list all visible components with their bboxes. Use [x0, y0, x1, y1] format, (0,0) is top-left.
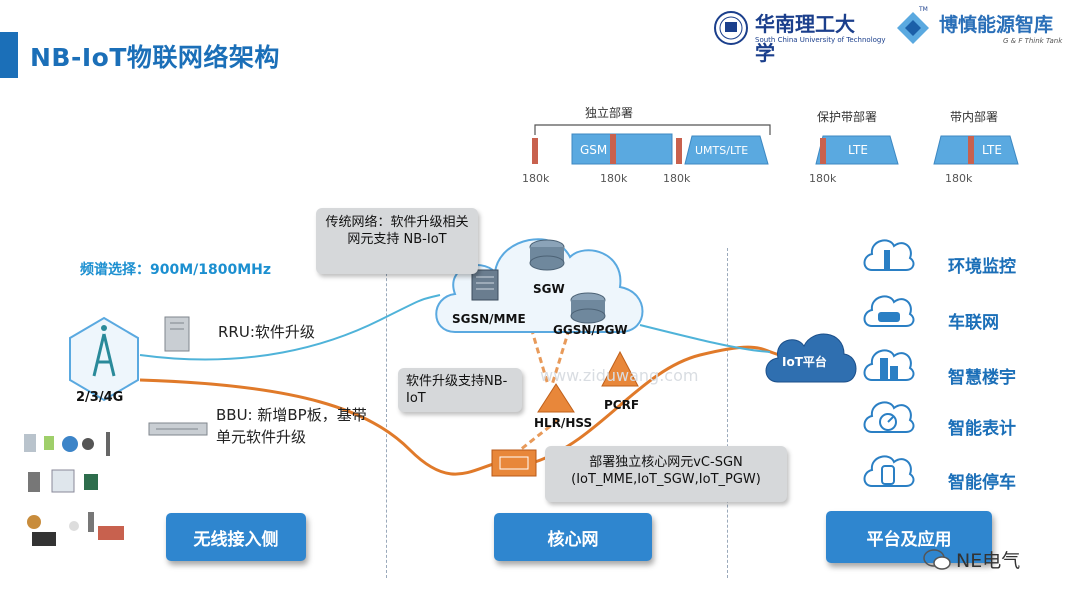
app-label: 智能表计	[948, 419, 1016, 439]
pcrf-label: PCRF	[604, 398, 640, 412]
vcsgn-line2: (IoT_MME,IoT_SGW,IoT_PGW)	[571, 472, 761, 487]
inband-lte-block	[933, 135, 1019, 165]
environment-icon	[863, 239, 915, 271]
university-name-cn: 华南理工大学	[755, 12, 855, 65]
spectrum-diagram: 独立部署 保护带部署 带内部署 GSM UMTS/LTE LTE LTE 180…	[520, 100, 1040, 190]
parking-icon	[863, 455, 915, 487]
callout-software-upgrade: 软件升级支持NB-IoT	[398, 368, 522, 412]
app-label: 智慧楼宇	[948, 368, 1016, 388]
wechat-account: NE电气	[956, 550, 1021, 572]
section-wireless-button[interactable]: 无线接入侧	[166, 513, 306, 561]
umts-carrier	[676, 138, 682, 164]
gsm-block	[571, 133, 673, 165]
sgsn-server-icon	[471, 269, 499, 301]
orange-link-platform	[534, 345, 781, 464]
standalone-carrier	[532, 138, 538, 164]
hlr-label: HLR/HSS	[534, 416, 593, 430]
sgw-label: SGW	[533, 282, 565, 296]
wechat-icon	[923, 549, 951, 570]
ggsn-label: GGSN/PGW	[553, 323, 628, 337]
thinktank-logo: TM 博慎能源智库 G & F Think Tank	[893, 6, 1073, 50]
gsm-label: GSM	[580, 143, 608, 157]
vcsgn-line1: 部署独立核心网元vC-SGN	[589, 455, 743, 470]
standalone-bracket	[534, 124, 771, 135]
cyan-link-rru	[139, 294, 441, 361]
app-label: 智能停车	[948, 473, 1016, 493]
meter-icon	[863, 401, 915, 433]
bw-label: 180k	[600, 172, 628, 185]
iot-platform-cloud-icon	[765, 333, 857, 383]
university-name-en: South China University of Technology	[755, 36, 886, 44]
building-icon	[863, 349, 915, 381]
watermark: www.ziduwang.com	[540, 366, 699, 385]
page-title: NB-IoT物联网络架构	[30, 43, 280, 72]
divider-left	[386, 248, 387, 578]
rru-text: RRU:软件升级	[218, 323, 315, 341]
divider-right	[727, 248, 728, 578]
gsm-carrier	[610, 134, 616, 164]
orange-link-bbu	[139, 378, 501, 476]
spectrum-graphics	[532, 124, 1019, 165]
cyan-link-platform	[639, 324, 771, 353]
guard-lte-label: LTE	[848, 143, 868, 157]
guard-label: 保护带部署	[817, 110, 878, 124]
inband-lte-label: LTE	[982, 143, 1002, 157]
cell-tower-icon	[69, 316, 139, 402]
iot-platform-label: IoT平台	[782, 355, 827, 369]
tower-label: 2/3/4G	[76, 390, 124, 405]
umts-label: UMTS/LTE	[695, 144, 749, 157]
app-label: 车联网	[948, 313, 999, 333]
hlr-triangle-icon	[537, 383, 575, 413]
dashed-link-vcsgn	[519, 418, 559, 452]
section-platform-button[interactable]: 平台及应用	[826, 511, 992, 563]
terminal-devices-icon	[24, 432, 124, 546]
trademark: TM	[919, 6, 928, 13]
standalone-label: 独立部署	[585, 106, 634, 120]
callout-traditional-network: 传统网络：软件升级相关网元支持 NB-IoT	[316, 208, 478, 274]
car-icon	[863, 295, 915, 327]
bw-label: 180k	[809, 172, 837, 185]
inband-label: 带内部署	[950, 110, 999, 124]
dashed-link-hlr	[518, 289, 550, 386]
app-list: 环境监控 车联网 智慧楼宇 智能表计 智能停车	[860, 232, 1060, 502]
vcsgn-box-icon	[491, 449, 537, 477]
bw-label: 180k	[945, 172, 973, 185]
ggsn-router-icon	[570, 292, 606, 324]
sgsn-label: SGSN/MME	[452, 312, 526, 326]
inband-carrier	[968, 136, 974, 164]
bw-label: 180k	[522, 172, 550, 185]
bbu-text: BBU: 新增BP板，基带单元软件升级	[216, 406, 367, 446]
thinktank-emblem-icon	[897, 12, 929, 44]
section-core-button[interactable]: 核心网	[494, 513, 652, 561]
app-label: 环境监控	[948, 257, 1016, 277]
frequency-selection: 频谱选择：900M/1800MHz	[80, 262, 272, 278]
callout-vcsgn: 部署独立核心网元vC-SGN (IoT_MME,IoT_SGW,IoT_PGW)	[545, 446, 787, 502]
guard-carrier	[820, 138, 826, 164]
thinktank-name-cn: 博慎能源智库	[939, 14, 1054, 36]
bbu-device-icon	[148, 422, 208, 436]
sgw-router-icon	[529, 239, 565, 271]
university-seal-icon	[714, 11, 748, 45]
umts-block	[684, 135, 769, 165]
bw-label: 180k	[663, 172, 691, 185]
rru-device-icon	[164, 316, 190, 352]
title-accent-bar	[0, 32, 18, 78]
university-logo: 华南理工大学 South China University of Technol…	[713, 8, 886, 65]
pcrf-triangle-icon	[601, 350, 639, 387]
thinktank-name-en: G & F Think Tank	[1003, 37, 1063, 45]
